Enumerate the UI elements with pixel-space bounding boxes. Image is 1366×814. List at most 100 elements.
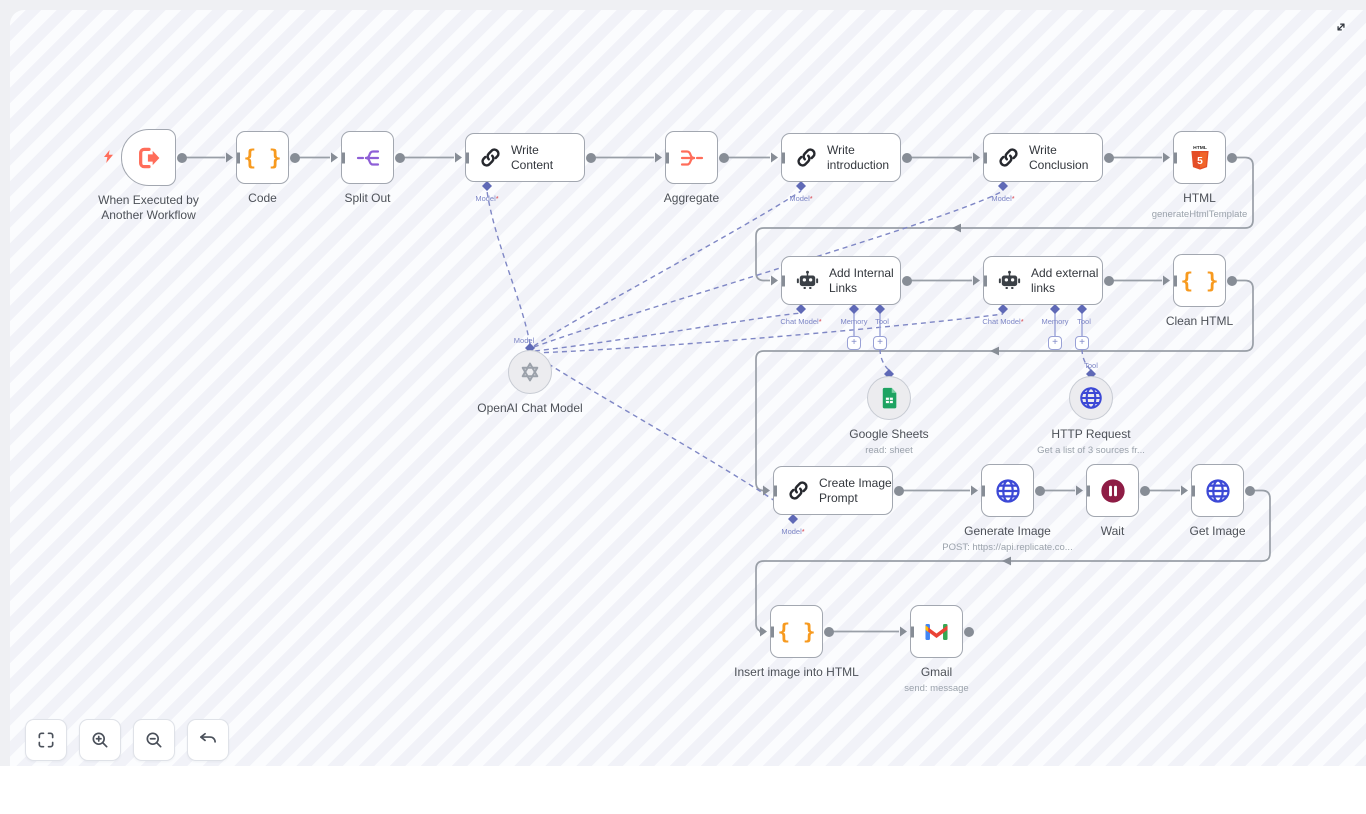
- connection-ai[interactable]: [486, 190, 531, 345]
- zoom-in-button[interactable]: [79, 719, 121, 761]
- node-clean-html[interactable]: { } Clean HTML: [1163, 254, 1237, 328]
- output-port[interactable]: [177, 152, 187, 163]
- output-port[interactable]: [586, 152, 596, 163]
- output-port[interactable]: [290, 152, 300, 163]
- robot-icon: [795, 268, 820, 293]
- gmail-m-icon: [923, 621, 950, 643]
- connector-label-memory: Memory: [1041, 317, 1069, 326]
- input-port[interactable]: [1163, 152, 1177, 163]
- output-port[interactable]: [1035, 485, 1045, 496]
- workflow-canvas[interactable]: When Executed by Another Workflow { } Co…: [10, 10, 1366, 766]
- node-label: Generate Image: [964, 524, 1051, 538]
- input-port[interactable]: [331, 152, 345, 163]
- add-tool-button[interactable]: +: [873, 335, 887, 350]
- input-port[interactable]: [760, 626, 774, 637]
- google-sheets-icon: [878, 386, 900, 410]
- input-port[interactable]: [655, 152, 669, 163]
- curly-braces-icon: { }: [243, 145, 282, 170]
- node-split-out[interactable]: Split Out: [331, 131, 405, 205]
- node-label: OpenAI Chat Model: [477, 401, 583, 415]
- node-write-content[interactable]: Write Content: [455, 133, 596, 182]
- undo-icon: [200, 732, 216, 743]
- node-label: HTTP Request: [1051, 427, 1131, 441]
- node-add-internal-links[interactable]: Add Internal Links: [771, 256, 912, 305]
- add-memory-button[interactable]: +: [847, 335, 861, 350]
- node-create-image-prompt[interactable]: Create Image Prompt: [763, 466, 904, 515]
- input-port[interactable]: [1163, 275, 1177, 286]
- input-port[interactable]: [1076, 485, 1090, 496]
- zoom-in-icon: [92, 732, 108, 748]
- output-port[interactable]: [719, 152, 729, 163]
- node-write-introduction[interactable]: Write introduction: [771, 133, 912, 182]
- node-label: Aggregate: [663, 191, 720, 205]
- workflow-trigger-arrow-icon: [136, 145, 162, 171]
- output-port[interactable]: [1140, 485, 1150, 496]
- connector-label-memory: Memory: [840, 317, 868, 326]
- input-port[interactable]: [455, 152, 469, 163]
- output-port[interactable]: [1104, 275, 1114, 286]
- input-port[interactable]: [763, 485, 777, 496]
- input-port[interactable]: [771, 152, 785, 163]
- input-port[interactable]: [771, 275, 785, 286]
- node-get-image[interactable]: Get Image: [1181, 464, 1255, 538]
- input-port[interactable]: [973, 152, 987, 163]
- node-when-executed-by-another-workflow[interactable]: When Executed by Another Workflow: [98, 129, 199, 222]
- globe-icon: [1204, 477, 1232, 505]
- node-code[interactable]: { } Code: [226, 131, 300, 205]
- input-port[interactable]: [900, 626, 914, 637]
- node-sublabel: read: sheet: [865, 445, 913, 456]
- input-port[interactable]: [973, 275, 987, 286]
- undo-button[interactable]: [187, 719, 229, 761]
- add-tool-button[interactable]: +: [1075, 335, 1089, 350]
- output-port[interactable]: [1227, 275, 1237, 286]
- node-label: When Executed by Another Workflow: [98, 193, 199, 222]
- pause-circle-icon: [1099, 477, 1127, 505]
- zoom-out-button[interactable]: [133, 719, 175, 761]
- fit-view-button[interactable]: [25, 719, 67, 761]
- connection[interactable]: [755, 279, 1254, 492]
- node-label: Google Sheets: [849, 427, 929, 441]
- chain-link-icon: [787, 479, 810, 502]
- node-openai-chat-model[interactable]: OpenAI Chat Model: [477, 350, 583, 415]
- node-aggregate[interactable]: Aggregate: [655, 131, 729, 205]
- connection-ai[interactable]: [533, 190, 802, 347]
- connection-ai[interactable]: [533, 190, 1004, 348]
- output-port[interactable]: [964, 626, 974, 637]
- node-insert-image-into-html[interactable]: { } Insert image into HTML: [734, 605, 859, 679]
- output-port[interactable]: [1227, 152, 1237, 163]
- connection-ai[interactable]: [532, 353, 794, 515]
- node-wait[interactable]: Wait: [1076, 464, 1150, 538]
- svg-text:HTML: HTML: [1193, 144, 1207, 150]
- globe-icon: [1078, 385, 1104, 411]
- node-sublabel: Get a list of 3 sources fr...: [1037, 445, 1145, 456]
- expand-icon: [1337, 23, 1345, 31]
- bolt-icon: [103, 150, 114, 163]
- add-memory-button[interactable]: +: [1048, 335, 1062, 350]
- connection-ai[interactable]: [534, 312, 802, 352]
- node-add-external-links[interactable]: Add external links: [973, 256, 1114, 305]
- node-google-sheets[interactable]: Google Sheets read: sheet: [849, 376, 929, 456]
- input-port[interactable]: [971, 485, 985, 496]
- output-port[interactable]: [1245, 485, 1255, 496]
- output-port[interactable]: [902, 275, 912, 286]
- output-port[interactable]: [1104, 152, 1114, 163]
- output-port[interactable]: [395, 152, 405, 163]
- output-port[interactable]: [894, 485, 904, 496]
- node-label: Write Conclusion: [1029, 143, 1089, 172]
- node-label: Code: [248, 191, 277, 205]
- chain-link-icon: [997, 146, 1020, 169]
- connection-ai[interactable]: [534, 313, 1004, 354]
- node-write-conclusion[interactable]: Write Conclusion: [973, 133, 1114, 182]
- connection-tool[interactable]: [879, 348, 890, 371]
- input-port[interactable]: [1181, 485, 1195, 496]
- node-sublabel: send: message: [904, 683, 969, 694]
- input-port[interactable]: [226, 152, 240, 163]
- expand-button[interactable]: [1328, 14, 1354, 40]
- output-port[interactable]: [824, 626, 834, 637]
- output-port[interactable]: [902, 152, 912, 163]
